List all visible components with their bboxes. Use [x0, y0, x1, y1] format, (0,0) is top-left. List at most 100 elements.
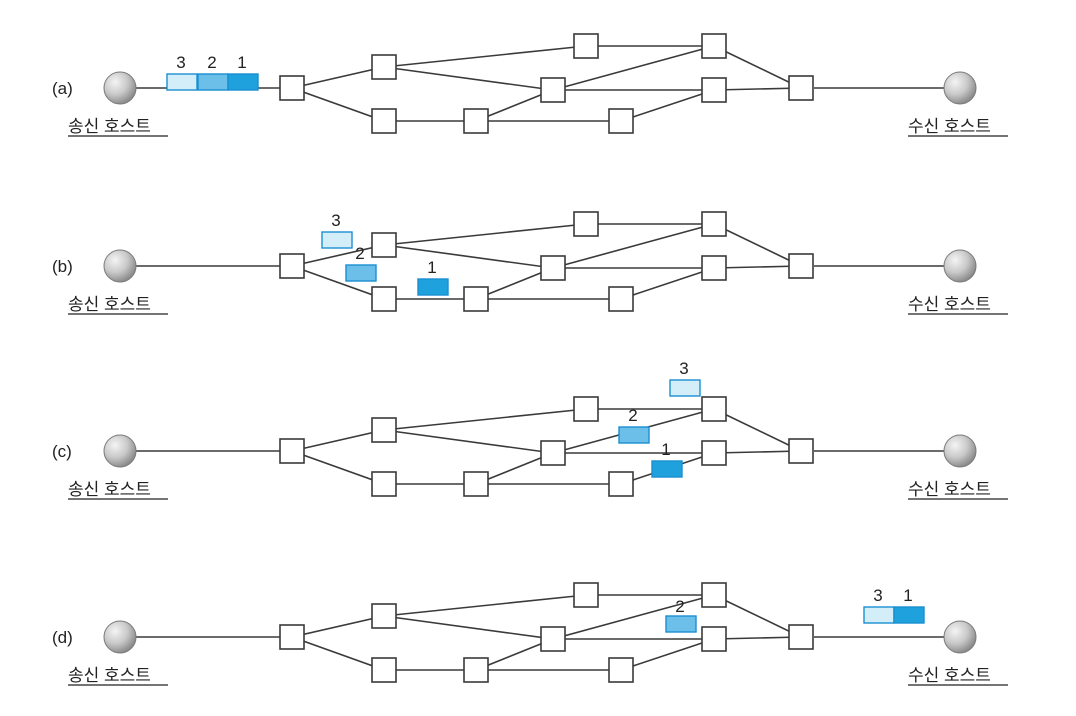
sender-host-label: 송신 호스트	[68, 117, 151, 136]
link-line	[713, 450, 802, 454]
packet-label-1: 1	[427, 258, 436, 277]
packet-2	[197, 73, 229, 91]
router-node	[371, 232, 397, 258]
link-line	[713, 87, 802, 91]
link-line	[475, 267, 554, 300]
packet-2	[618, 426, 650, 444]
packet-label-3: 3	[176, 53, 185, 72]
link-line	[552, 45, 715, 91]
link-line	[713, 408, 802, 452]
link-line	[383, 45, 587, 68]
link-line	[383, 223, 587, 246]
link-line	[383, 244, 554, 269]
router-node	[608, 657, 634, 683]
packet-1	[651, 460, 683, 478]
packet-label-3: 3	[331, 211, 340, 230]
router-node	[540, 255, 566, 281]
router-node	[463, 471, 489, 497]
link-line	[291, 265, 385, 300]
link-line	[383, 408, 587, 431]
router-node	[701, 33, 727, 59]
link-line	[620, 267, 715, 300]
packet-3	[166, 73, 198, 91]
router-node	[573, 396, 599, 422]
receiver-host-label: 수신 호스트	[908, 117, 991, 136]
link-line	[475, 638, 554, 671]
router-node	[540, 626, 566, 652]
link-line	[713, 45, 802, 89]
receiver-host-icon	[943, 71, 977, 105]
link-line	[620, 638, 715, 671]
router-node	[540, 440, 566, 466]
router-node	[573, 33, 599, 59]
router-node	[463, 108, 489, 134]
link-line	[475, 89, 554, 122]
sender-host-icon	[103, 71, 137, 105]
link-line	[291, 66, 385, 89]
link-line	[552, 594, 715, 640]
router-node	[371, 603, 397, 629]
router-node	[573, 582, 599, 608]
link-line	[713, 265, 802, 269]
router-node	[608, 471, 634, 497]
router-node	[279, 75, 305, 101]
panel-label: (b)	[52, 257, 73, 276]
receiver-host-icon	[943, 620, 977, 654]
router-node	[371, 108, 397, 134]
router-node	[788, 624, 814, 650]
router-node	[573, 211, 599, 237]
router-node	[788, 253, 814, 279]
receiver-host-label: 수신 호스트	[908, 666, 991, 685]
panel-label: (a)	[52, 79, 73, 98]
link-line	[713, 636, 802, 640]
router-node	[701, 626, 727, 652]
sender-host-icon	[103, 249, 137, 283]
sender-host-label: 송신 호스트	[68, 295, 151, 314]
router-node	[701, 255, 727, 281]
router-node	[371, 657, 397, 683]
link-line	[291, 429, 385, 452]
panel-label: (d)	[52, 628, 73, 647]
link-line	[291, 450, 385, 485]
packet-1	[227, 73, 259, 91]
link-line	[475, 452, 554, 485]
link-line	[620, 89, 715, 122]
router-node	[608, 286, 634, 312]
packet-3	[321, 231, 353, 249]
router-node	[463, 657, 489, 683]
router-node	[788, 438, 814, 464]
receiver-host-icon	[943, 434, 977, 468]
link-line	[383, 429, 554, 454]
router-node	[279, 624, 305, 650]
router-node	[463, 286, 489, 312]
link-line	[552, 223, 715, 269]
router-node	[701, 440, 727, 466]
packet-2	[665, 615, 697, 633]
packet-1	[417, 278, 449, 296]
packet-1	[893, 606, 925, 624]
panel-label: (c)	[52, 442, 72, 461]
link-line	[291, 244, 385, 267]
sender-host-icon	[103, 620, 137, 654]
router-node	[371, 471, 397, 497]
router-node	[701, 396, 727, 422]
link-line	[713, 223, 802, 267]
packet-2	[345, 264, 377, 282]
router-node	[371, 286, 397, 312]
sender-host-label: 송신 호스트	[68, 666, 151, 685]
packet-label-2: 2	[628, 406, 637, 425]
packet-label-1: 1	[661, 440, 670, 459]
router-node	[371, 417, 397, 443]
router-node	[608, 108, 634, 134]
packet-label-1: 1	[903, 586, 912, 605]
router-node	[701, 77, 727, 103]
sender-host-label: 송신 호스트	[68, 480, 151, 499]
packet-label-3: 3	[873, 586, 882, 605]
link-line	[291, 87, 385, 122]
router-node	[279, 253, 305, 279]
router-node	[540, 77, 566, 103]
